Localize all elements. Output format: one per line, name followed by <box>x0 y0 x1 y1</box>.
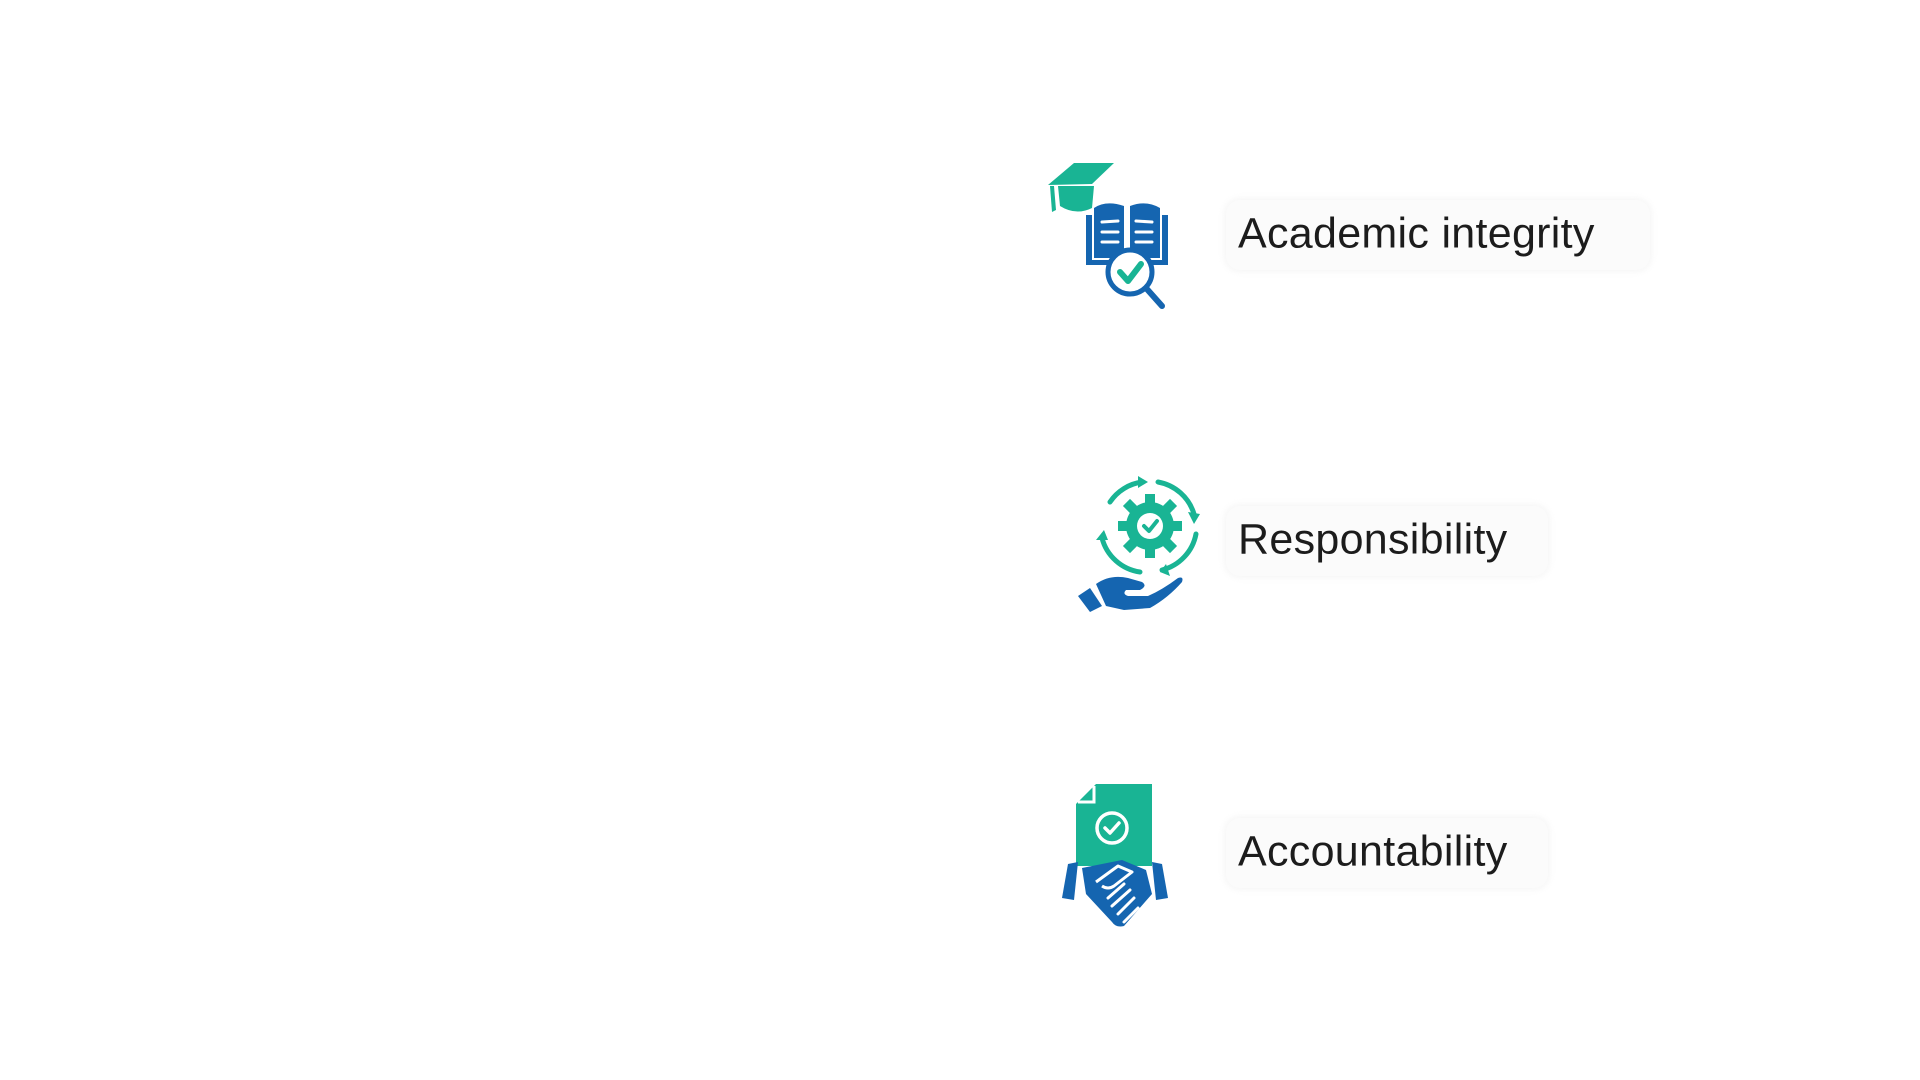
book-graduation-cap-magnifier-check-icon <box>1046 160 1174 315</box>
item-label: Accountability <box>1238 827 1508 876</box>
item-label: Academic integrity <box>1238 209 1595 258</box>
label-box: Accountability <box>1226 818 1548 888</box>
label-box: Academic integrity <box>1226 200 1650 270</box>
item-label: Responsibility <box>1238 515 1508 564</box>
handshake-document-check-icon <box>1062 782 1174 928</box>
hand-holding-gear-check-icon <box>1076 472 1208 612</box>
label-box: Responsibility <box>1226 506 1548 576</box>
